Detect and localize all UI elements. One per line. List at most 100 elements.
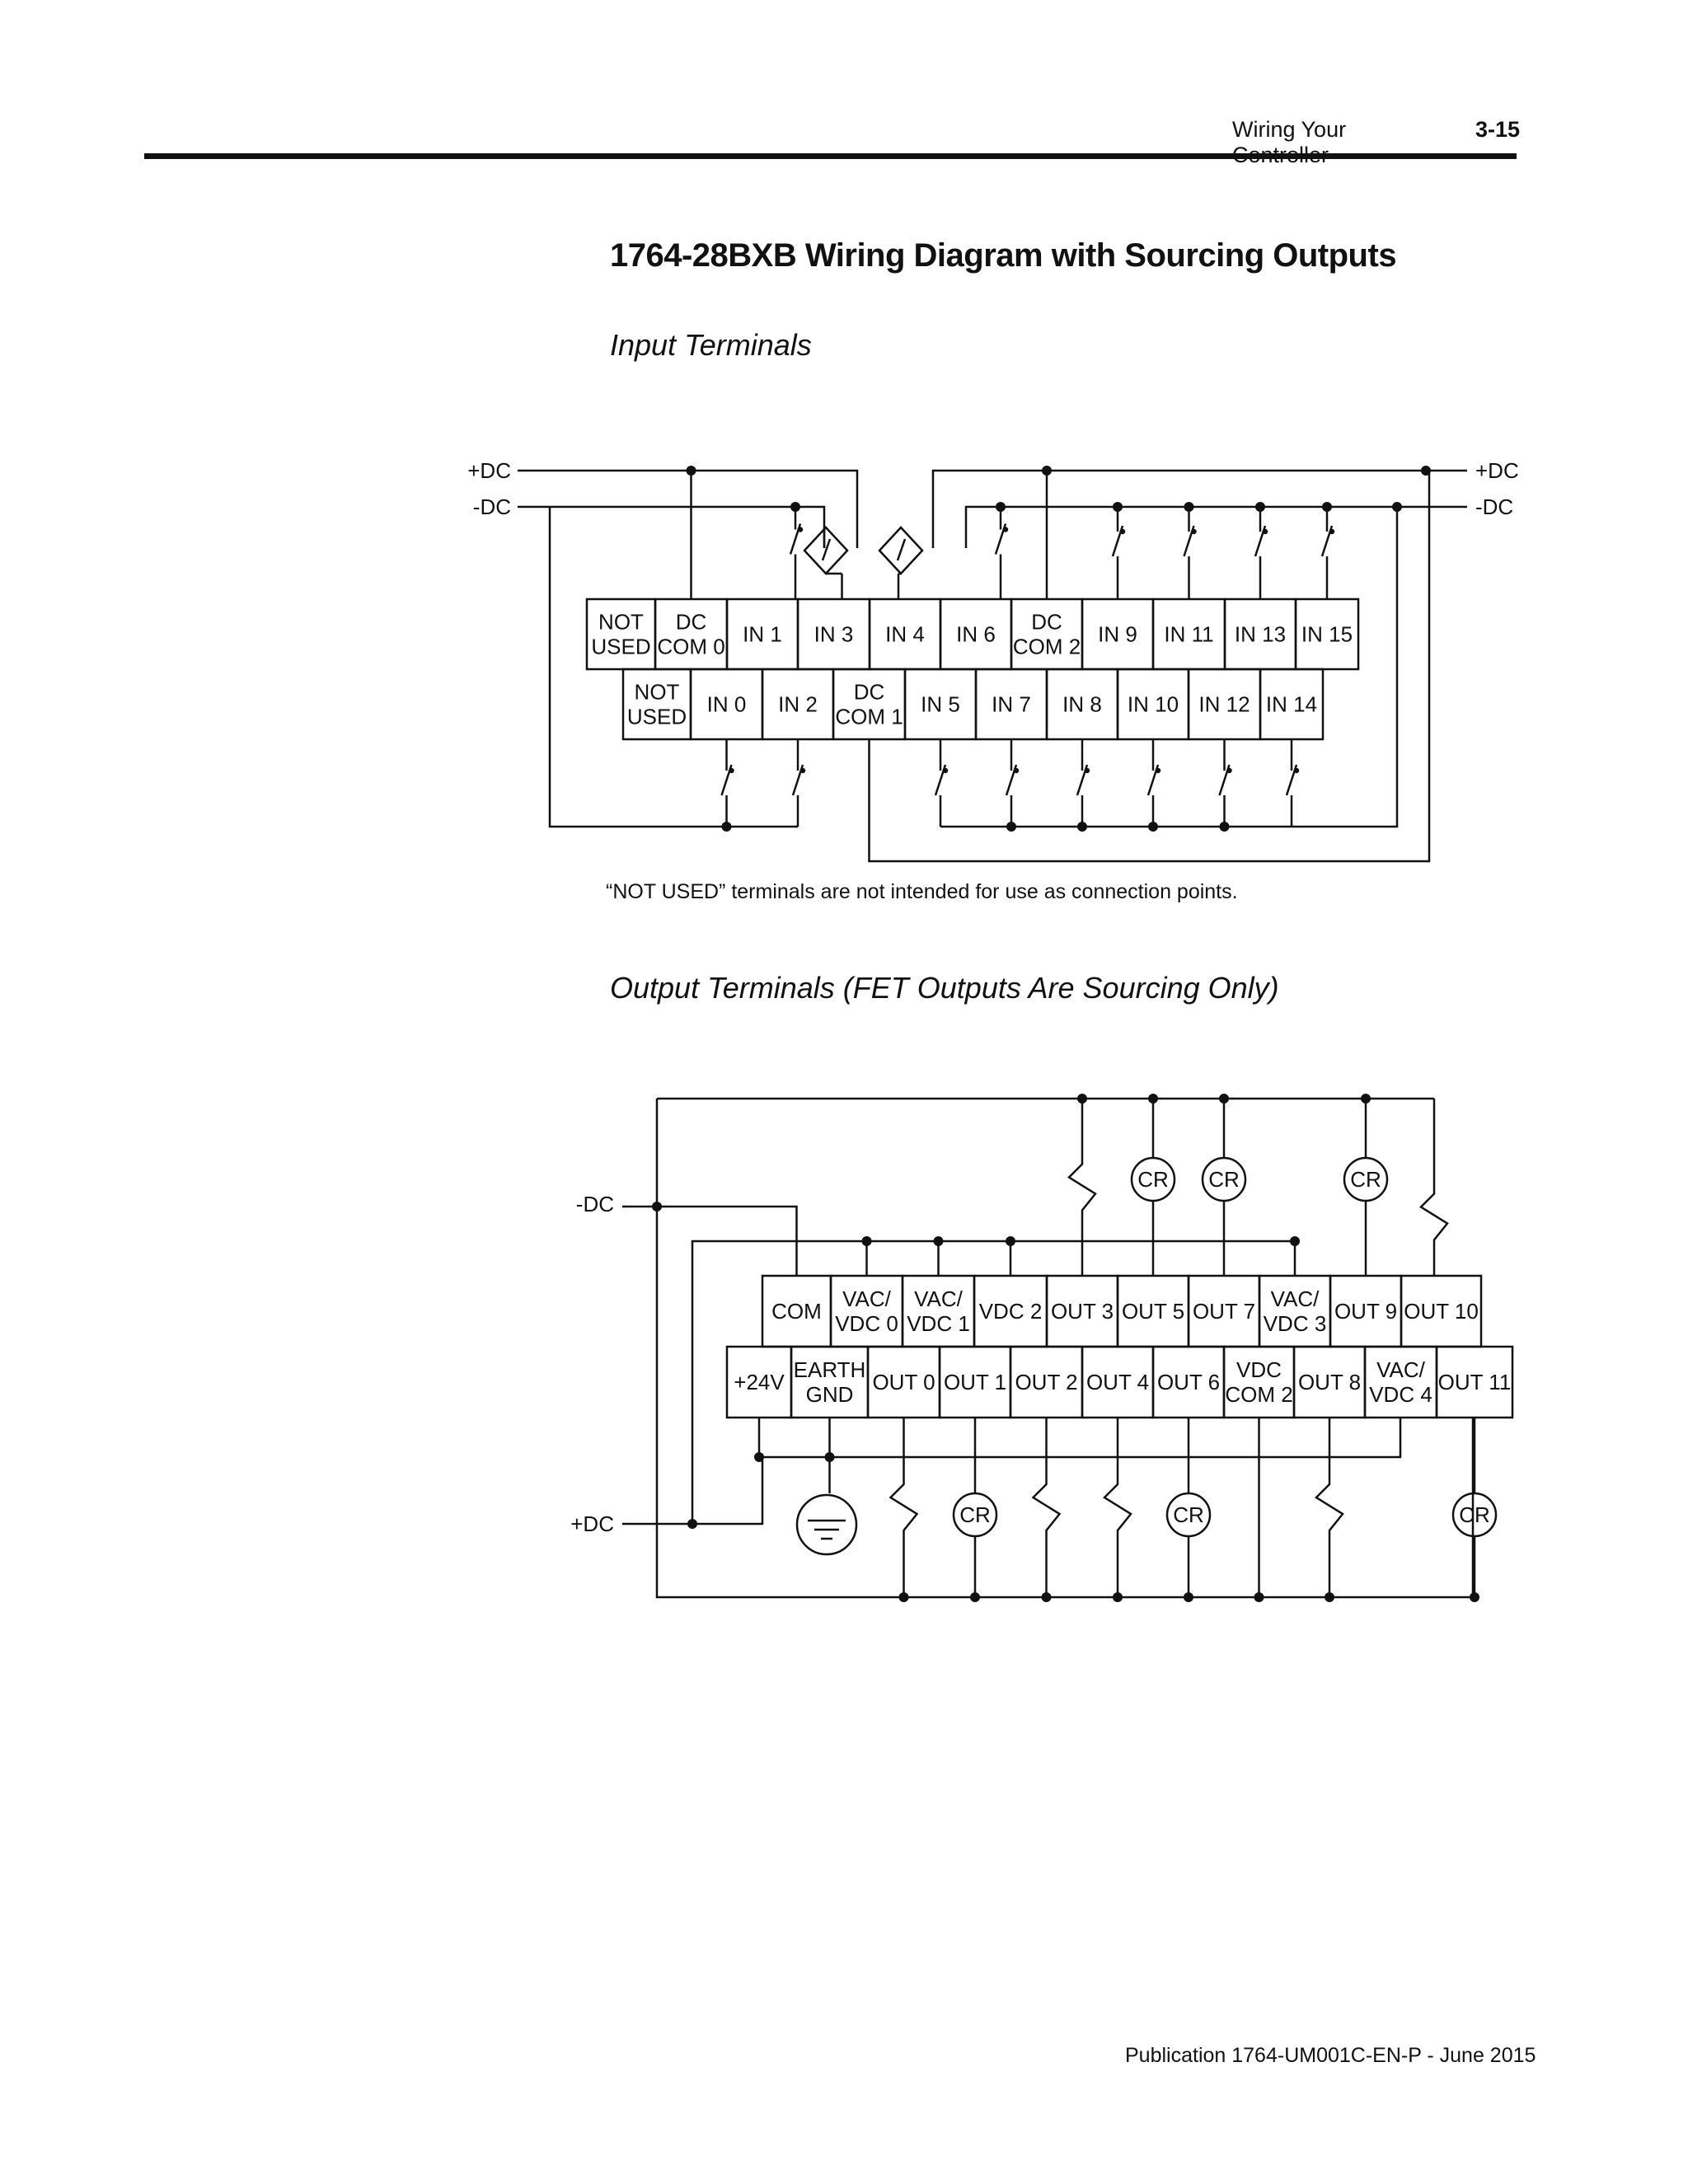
output-top-terminal-label: OUT 10 xyxy=(1404,1299,1479,1324)
output-bottom-terminal-label: OUT 6 xyxy=(1157,1370,1220,1394)
input-bottom-terminal-label: USED xyxy=(627,705,687,729)
relay-label: CR xyxy=(1459,1502,1490,1527)
output-top-terminal-label: VAC/ xyxy=(842,1286,892,1311)
input-bottom-terminal-label: IN 14 xyxy=(1266,692,1317,717)
load-resistor xyxy=(1315,1418,1344,1597)
junction-dot xyxy=(721,822,732,832)
wire xyxy=(655,1099,798,1276)
sensor-element xyxy=(896,538,907,561)
input-top-terminal-label: IN 9 xyxy=(1098,622,1137,647)
output-top-terminal-label: VAC/ xyxy=(1271,1286,1320,1311)
input-bottom-terminal-label: IN 2 xyxy=(778,692,818,717)
relay-label: CR xyxy=(1208,1167,1240,1192)
input-top-terminal-label: IN 3 xyxy=(814,622,854,647)
junction-dot xyxy=(1041,1592,1052,1602)
output-top-terminal-label: VAC/ xyxy=(914,1286,964,1311)
output-bottom-terminal-label: OUT 2 xyxy=(1015,1370,1077,1394)
load-resistor xyxy=(1103,1418,1132,1597)
switch-contact xyxy=(1119,528,1126,535)
input-top-terminal-label: IN 6 xyxy=(956,622,996,647)
input-top-terminal-label: DC xyxy=(1031,610,1062,635)
output-top-terminal-label: OUT 7 xyxy=(1193,1299,1255,1324)
output-bottom-terminal-label: OUT 0 xyxy=(872,1370,935,1394)
wire xyxy=(518,505,826,548)
junction-dot xyxy=(754,1452,764,1462)
output-top-terminal-label: COM xyxy=(771,1299,822,1324)
relay-label: CR xyxy=(1350,1167,1381,1192)
wire xyxy=(548,507,798,828)
switch-contact xyxy=(1084,767,1090,774)
rail-label-neg-left: -DC xyxy=(473,494,511,519)
output-bottom-terminal-label: OUT 1 xyxy=(944,1370,1006,1394)
load-resistor xyxy=(889,1418,919,1597)
rail-label-neg-right: -DC xyxy=(1475,494,1513,519)
input-top-terminal-label: IN 4 xyxy=(885,622,925,647)
earth-ground-symbol xyxy=(795,1493,858,1556)
input-top-terminal-label: COM 2 xyxy=(1013,635,1081,659)
switch-contact xyxy=(942,767,949,774)
wire xyxy=(868,471,1431,863)
output-bottom-terminal-label: VAC/ xyxy=(1376,1357,1426,1382)
input-top-terminal-label: IN 13 xyxy=(1235,622,1286,647)
output-bottom-terminal-label: +24V xyxy=(734,1370,785,1394)
rail-label-pos-left: +DC xyxy=(467,458,511,483)
output-top-terminal-label: OUT 3 xyxy=(1051,1299,1114,1324)
output-top-terminal-label: VDC 0 xyxy=(835,1311,898,1336)
relay-label: CR xyxy=(1137,1167,1169,1192)
output-top-terminal-label: VDC 3 xyxy=(1264,1311,1327,1336)
output-top-terminal-label: VDC 2 xyxy=(979,1299,1043,1324)
junction-dot xyxy=(1113,1592,1123,1602)
input-bottom-terminal-label: IN 8 xyxy=(1062,692,1102,717)
junction-dot xyxy=(1361,1094,1371,1104)
load-resistor xyxy=(1031,1418,1062,1597)
junction-dot xyxy=(898,1592,909,1602)
switch-contact xyxy=(1155,767,1161,774)
wire xyxy=(964,505,1426,548)
output-bottom-terminal-label: VDC xyxy=(1236,1357,1282,1382)
output-top-terminal-label: OUT 5 xyxy=(1122,1299,1184,1324)
input-bottom-terminal-label: IN 10 xyxy=(1128,692,1179,717)
junction-dot xyxy=(970,1592,980,1602)
publication-footer: Publication 1764-UM001C-EN-P - June 2015 xyxy=(1125,2044,1536,2067)
junction-dot xyxy=(1148,1094,1158,1104)
wire xyxy=(655,1207,1475,1599)
sensor-element xyxy=(821,538,832,561)
switch-contact xyxy=(797,527,804,532)
output-top-terminal-label: VDC 1 xyxy=(907,1311,970,1336)
input-bottom-terminal-label: IN 7 xyxy=(992,692,1031,717)
output-top-terminal-label: OUT 9 xyxy=(1334,1299,1397,1324)
relay-label: CR xyxy=(1173,1502,1204,1527)
input-top-terminal-label: DC xyxy=(676,610,707,635)
wire xyxy=(757,1418,1402,1459)
input-terminals-title: Input Terminals xyxy=(610,328,812,362)
output-bottom-terminal-label: OUT 4 xyxy=(1086,1370,1149,1394)
page-number: 3-15 xyxy=(1475,117,1521,142)
switch-contact xyxy=(1329,528,1335,535)
wire xyxy=(931,469,1426,548)
input-bottom-terminal-label: NOT xyxy=(635,680,680,705)
switch-contact xyxy=(1226,767,1232,774)
switch-contact xyxy=(1002,527,1009,532)
input-bottom-terminal-label: COM 1 xyxy=(835,705,903,729)
switch-contact xyxy=(729,767,734,774)
input-top-terminal-label: NOT xyxy=(598,610,644,635)
rail-label-neg: -DC xyxy=(576,1192,614,1216)
wire xyxy=(692,1457,764,1526)
junction-dot xyxy=(1219,1094,1229,1104)
page-title: 1764-28BXB Wiring Diagram with Sourcing … xyxy=(610,237,1397,274)
input-top-terminal-label: COM 0 xyxy=(657,635,724,659)
input-top-terminal-label: IN 15 xyxy=(1301,622,1353,647)
wire xyxy=(691,1240,1296,1524)
load-resistor xyxy=(1067,1099,1097,1276)
input-top-terminal-label: IN 11 xyxy=(1164,622,1213,647)
switch-contact xyxy=(1013,767,1020,774)
input-bottom-terminal-label: IN 5 xyxy=(921,692,960,717)
output-terminals-title: Output Terminals (FET Outputs Are Sourci… xyxy=(610,971,1279,1005)
load-resistor xyxy=(1419,1158,1449,1276)
junction-dot xyxy=(686,466,696,476)
output-bottom-terminal-label: GND xyxy=(806,1382,854,1407)
switch-contact xyxy=(1262,528,1268,535)
